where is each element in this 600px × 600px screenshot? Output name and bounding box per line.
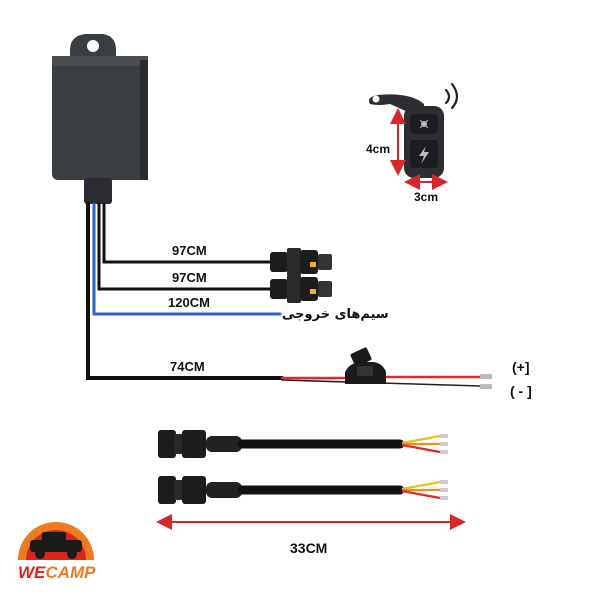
wire-terminals — [480, 374, 492, 389]
wecamp-logo — [18, 522, 94, 560]
cable-length-label: 33CM — [290, 540, 328, 556]
logo-we: WE — [18, 563, 46, 582]
logo-wordmark: WECAMP — [18, 564, 95, 581]
extension-cable-bottom — [158, 476, 448, 504]
wire-length-label-1: 97CM — [172, 243, 207, 258]
wire-length-label-4: 74CM — [170, 359, 205, 374]
negative-terminal-label: ( - ] — [510, 383, 532, 399]
connector-icon — [270, 248, 332, 276]
wire-bundle — [86, 202, 482, 387]
extension-cable-top — [158, 430, 448, 458]
connector-icon — [270, 275, 332, 303]
wifi-signal-icon — [444, 82, 459, 110]
logo-camp: CAMP — [45, 563, 96, 582]
light-button-icon — [419, 119, 429, 129]
wire-length-label-3: 120CM — [168, 295, 210, 310]
wire-length-label-2: 97CM — [172, 270, 207, 285]
positive-terminal-label: (+] — [512, 359, 530, 375]
remote-control — [369, 94, 444, 178]
remote-height-label: 4cm — [366, 142, 391, 156]
remote-dimensions — [390, 108, 448, 190]
output-wires-label: سیم‌های خروجی — [282, 307, 389, 322]
lightning-button-icon — [419, 146, 429, 164]
fuse-holder-icon — [345, 347, 386, 384]
remote-width-label: 3cm — [414, 190, 439, 204]
controller-box — [52, 34, 148, 204]
